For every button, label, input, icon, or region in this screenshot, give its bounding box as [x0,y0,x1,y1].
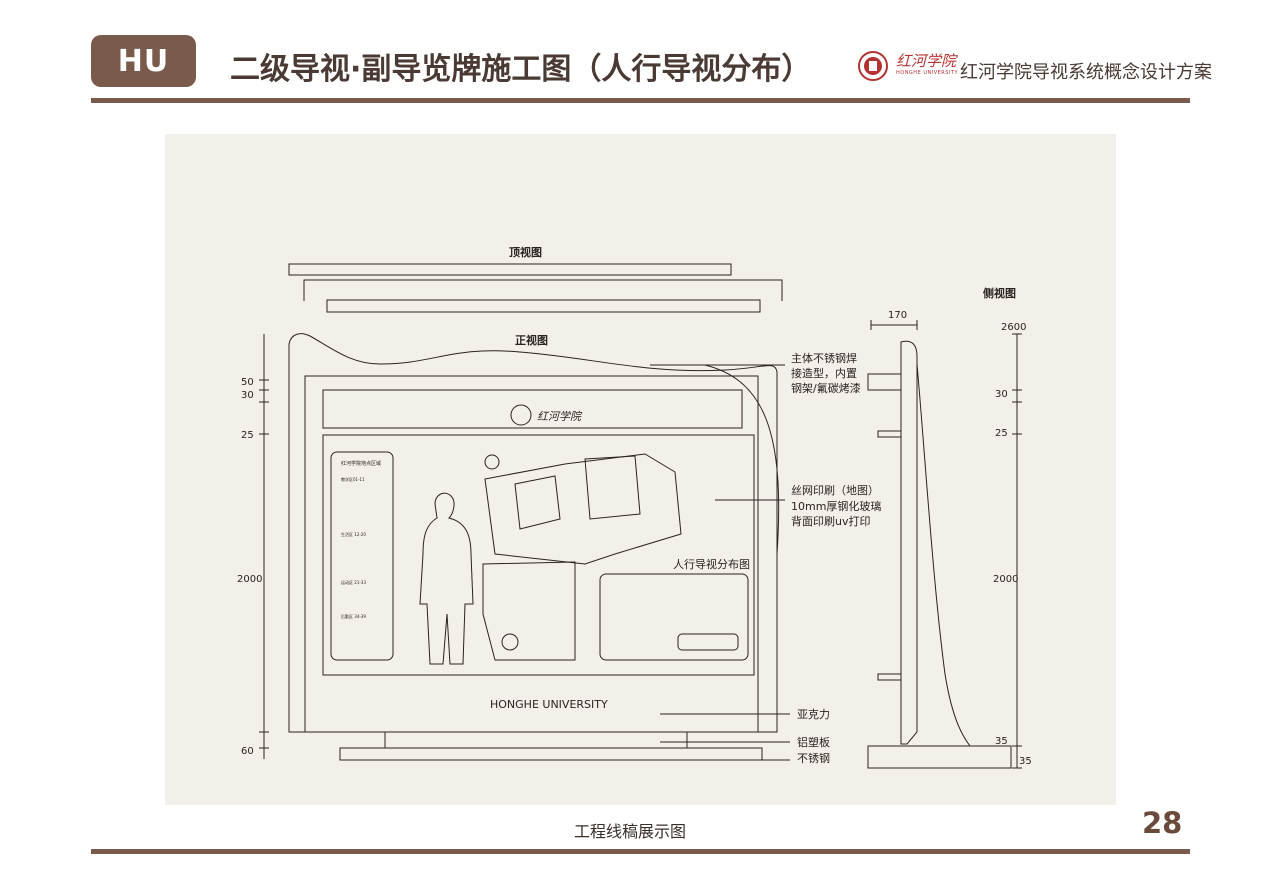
note-print-3: 背面印刷uv打印 [791,514,870,528]
brand-text: 红河学院导视系统概念设计方案 [960,62,1212,83]
dim-side-35b: 35 [1019,756,1032,767]
drawing-panel: 顶视图 正视图 侧视图 红河学院 红河学院地点区域 人行导视分布图 HONGHE… [165,134,1116,805]
sign-logo-text: 红河学院 [537,410,583,423]
dim-front-50: 50 [241,377,254,388]
university-seal-icon [858,51,888,81]
note-steel: 不锈钢 [797,752,830,765]
figure-caption: 工程线稿展示图 [574,822,687,841]
footer-rule [91,849,1190,854]
map-heading: 人行导视分布图 [673,557,750,571]
page-title: 二级导视·副导览牌施工图（人行导视分布） [230,52,812,87]
note-print-1: 丝网印刷（地图） [791,484,879,497]
dim-front-60: 60 [241,746,254,757]
side-view-label: 侧视图 [983,286,1016,300]
note-acrylic: 亚克力 [797,708,830,721]
page-number: 28 [1142,806,1183,840]
map-list-title: 红河学院地点区域 [341,460,381,467]
dim-front-2000: 2000 [237,574,262,585]
legend-group: 生活区 12-20 [341,531,366,537]
university-name: HONGHE UNIVERSITY [490,698,608,711]
dim-side-25: 25 [995,428,1008,439]
brand-script: 红河学院 [896,52,957,70]
legend-group: 教学区01-11 [341,476,365,482]
dim-front-25: 25 [241,430,254,441]
header-rule [91,98,1190,103]
dim-side-2600: 2600 [1001,322,1026,333]
legend-group: 运动区 21-33 [341,579,366,585]
dim-side-35a: 35 [995,736,1008,747]
construction-drawing: 顶视图 正视图 侧视图 红河学院 红河学院地点区域 人行导视分布图 HONGHE… [237,245,1032,769]
note-body-3: 钢架/氟碳烤漆 [791,381,861,395]
top-view-label: 顶视图 [509,245,542,259]
dim-front-30: 30 [241,390,254,401]
note-aluminum: 铝塑板 [797,735,830,749]
legend-group: 后勤区 34-39 [341,613,366,619]
note-print-2: 10mm厚钢化玻璃 [791,499,881,513]
dim-side-width: 170 [888,310,907,321]
hu-badge: HU [91,35,196,87]
note-body-2: 接造型，内置 [791,366,857,380]
logo-seal-icon [510,404,532,426]
dim-side-2000: 2000 [993,574,1018,585]
dim-side-30: 30 [995,389,1008,400]
brand-subtitle: HONGHE UNIVERSITY [896,70,959,76]
front-view-label: 正视图 [515,333,548,347]
note-body-1: 主体不锈钢焊 [791,351,857,365]
